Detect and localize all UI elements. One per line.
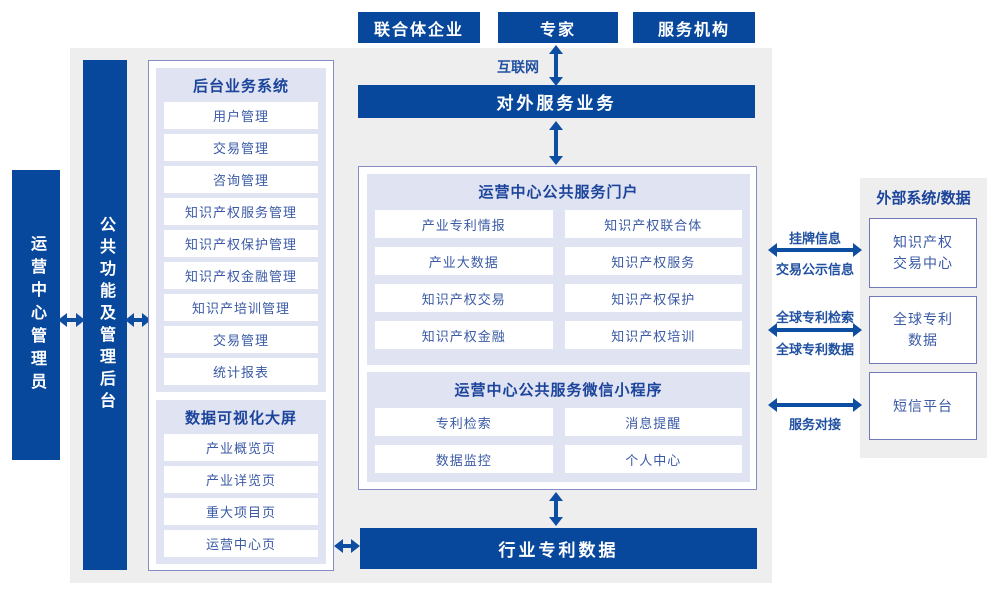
external-service-bar: 对外服务业务	[358, 85, 755, 118]
miniprogram-item: 数据监控	[375, 445, 553, 473]
double-arrow-icon	[768, 398, 862, 412]
link-label-service-docking: 服务对接	[788, 417, 841, 432]
actor-box-experts: 专家	[498, 12, 618, 43]
industry-patent-data-bar: 行业专利数据	[360, 528, 757, 569]
function-vertical-bar: 公共功能及管理后台	[83, 60, 127, 570]
link-label-trade-publicity-info: 交易公示信息	[775, 262, 854, 277]
external-systems-panel: 外部系统/数据 知识产权 交易中心 全球专利 数据 短信平台	[860, 178, 987, 458]
backend-item: 知识产权金融管理	[164, 262, 318, 289]
actor-box-consortium: 联合体企业	[358, 12, 480, 43]
backend-item: 统计报表	[164, 358, 318, 385]
double-arrow-icon	[334, 539, 360, 553]
portal-item: 产业大数据	[375, 247, 553, 275]
external-system-sms-platform: 短信平台	[869, 372, 977, 440]
backend-item: 知识产权保护管理	[164, 230, 318, 257]
center-services-container: 运营中心公共服务门户 产业专利情报 知识产权联合体 产业大数据 知识产权服务 知…	[358, 166, 757, 490]
link-label-global-patent-search: 全球专利检索	[775, 310, 854, 325]
double-arrow-icon	[549, 121, 563, 165]
dashboard-title: 数据可视化大屏	[184, 410, 297, 427]
admin-vertical-label: 运营中心管理员	[28, 234, 45, 396]
portal-item: 知识产权服务	[564, 247, 742, 275]
miniprogram-item: 消息提醒	[564, 408, 742, 436]
internet-label: 互联网	[497, 59, 539, 75]
external-systems-title: 外部系统/数据	[876, 190, 971, 207]
double-arrow-icon	[549, 45, 563, 86]
dashboard-item: 产业详览页	[164, 466, 318, 493]
miniprogram-item: 专利检索	[375, 408, 553, 436]
double-arrow-icon	[125, 313, 151, 327]
external-system-global-patent-data: 全球专利 数据	[869, 296, 977, 364]
double-arrow-icon	[549, 492, 563, 526]
left-systems-container: 后台业务系统 用户管理 交易管理 咨询管理 知识产权服务管理 知识产权保护管理 …	[148, 60, 334, 571]
actor-box-service-agency: 服务机构	[633, 12, 755, 43]
portal-panel: 运营中心公共服务门户 产业专利情报 知识产权联合体 产业大数据 知识产权服务 知…	[367, 174, 750, 365]
dashboard-item: 重大项目页	[164, 498, 318, 525]
dashboard-panel: 数据可视化大屏 产业概览页 产业详览页 重大项目页 运营中心页	[156, 400, 326, 564]
portal-item: 知识产权金融	[375, 321, 553, 349]
backend-item: 用户管理	[164, 102, 318, 129]
miniprogram-title: 运营中心公共服务微信小程序	[454, 382, 663, 399]
backend-system-title: 后台业务系统	[192, 78, 289, 95]
portal-item: 产业专利情报	[375, 210, 553, 238]
backend-system-panel: 后台业务系统 用户管理 交易管理 咨询管理 知识产权服务管理 知识产权保护管理 …	[156, 68, 326, 392]
dashboard-item: 运营中心页	[164, 530, 318, 557]
external-system-ip-trade-center: 知识产权 交易中心	[869, 218, 977, 288]
double-arrow-icon	[768, 243, 862, 257]
double-arrow-icon	[58, 313, 85, 327]
portal-item: 知识产权交易	[375, 284, 553, 312]
admin-vertical-box: 运营中心管理员	[12, 170, 60, 460]
miniprogram-panel: 运营中心公共服务微信小程序 专利检索 消息提醒 数据监控 个人中心	[367, 372, 750, 482]
portal-item: 知识产权保护	[564, 284, 742, 312]
miniprogram-item: 个人中心	[564, 445, 742, 473]
portal-item: 知识产权培训	[564, 321, 742, 349]
backend-item: 交易管理	[164, 326, 318, 353]
backend-item: 交易管理	[164, 134, 318, 161]
portal-item: 知识产权联合体	[564, 210, 742, 238]
dashboard-item: 产业概览页	[164, 434, 318, 461]
double-arrow-icon	[768, 323, 862, 337]
portal-title: 运营中心公共服务门户	[478, 184, 639, 201]
backend-item: 咨询管理	[164, 166, 318, 193]
backend-item: 知识产培训管理	[164, 294, 318, 321]
function-vertical-label: 公共功能及管理后台	[97, 216, 114, 414]
link-label-global-patent-data: 全球专利数据	[775, 342, 854, 357]
backend-item: 知识产权服务管理	[164, 198, 318, 225]
